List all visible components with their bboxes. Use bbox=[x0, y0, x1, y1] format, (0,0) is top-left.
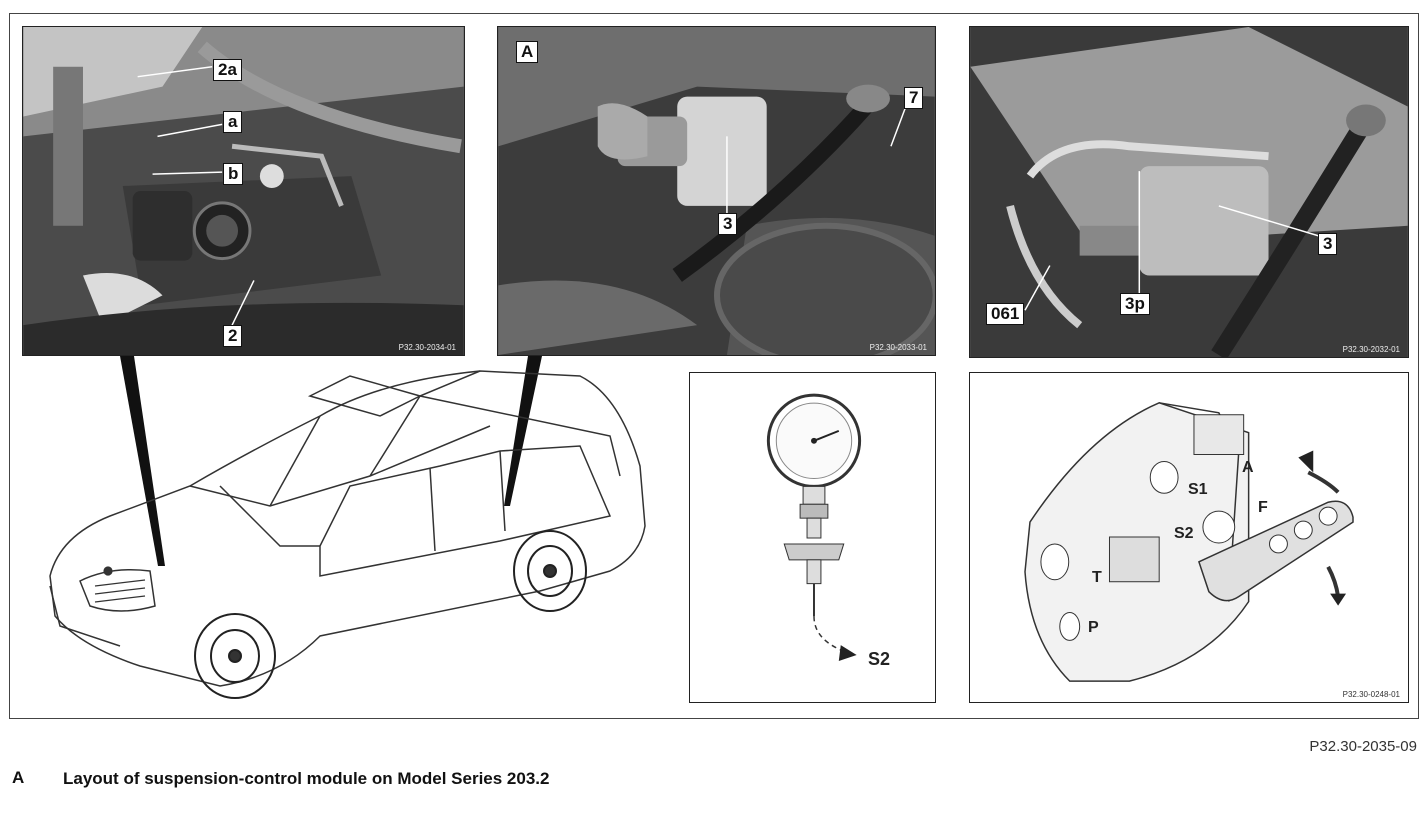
rear-wheel bbox=[513, 530, 587, 612]
label-b: b bbox=[223, 163, 244, 185]
valve-drawing: S1 A F S2 T P P32.30-0248-01 bbox=[969, 372, 1409, 703]
pressure-gauge-drawing: S2 bbox=[689, 372, 936, 703]
image-ref: P32.30-2034-01 bbox=[398, 343, 456, 352]
engine-bay-illustration bbox=[23, 27, 464, 355]
label-2: 2 bbox=[223, 325, 243, 347]
pointer-line-module bbox=[504, 356, 542, 506]
car-outline bbox=[49, 370, 646, 687]
label-2a: 2a bbox=[213, 59, 242, 81]
label-3: 3 bbox=[718, 213, 738, 235]
port-label-s2: S2 bbox=[1174, 525, 1194, 542]
module-gauge-illustration bbox=[970, 27, 1408, 357]
image-ref: P32.30-2032-01 bbox=[1342, 345, 1400, 354]
port-label-s2: S2 bbox=[868, 649, 891, 669]
port-label-t: T bbox=[1092, 569, 1102, 586]
port-label-f: F bbox=[1258, 499, 1268, 516]
label-7: 7 bbox=[904, 87, 924, 109]
vehicle-location-drawing bbox=[49, 356, 646, 699]
label-3p: 3p bbox=[1120, 293, 1150, 315]
image-ref: P32.30-0248-01 bbox=[1342, 690, 1400, 699]
label-a: a bbox=[223, 111, 243, 133]
photo-module-view-a: A 7 3 P32.30-2033-01 bbox=[497, 26, 936, 356]
pointer-line-engine-bay bbox=[120, 356, 165, 566]
image-ref: P32.30-2033-01 bbox=[869, 343, 927, 352]
figure-reference: P32.30-2035-09 bbox=[1309, 738, 1417, 755]
caption-text: Layout of suspension-control module on M… bbox=[63, 769, 550, 788]
module-view-illustration bbox=[498, 27, 935, 355]
port-label-a: A bbox=[1242, 459, 1254, 476]
port-label-s1: S1 bbox=[1188, 481, 1208, 498]
photo-module-gauge: 3 061 3p P32.30-2032-01 bbox=[969, 26, 1409, 358]
view-letter-a: A bbox=[516, 41, 539, 63]
port-label-p: P bbox=[1088, 619, 1099, 636]
front-wheel bbox=[194, 613, 276, 699]
figure-frame bbox=[9, 13, 1419, 719]
caption-letter: A bbox=[12, 768, 25, 787]
label-061: 061 bbox=[986, 303, 1025, 325]
grille bbox=[94, 566, 146, 603]
pressure-gauge-illustration bbox=[766, 393, 862, 661]
label-3: 3 bbox=[1318, 233, 1338, 255]
valve-illustration bbox=[1024, 402, 1354, 682]
photo-engine-bay: 2a a b 2 P32.30-2034-01 bbox=[22, 26, 465, 356]
